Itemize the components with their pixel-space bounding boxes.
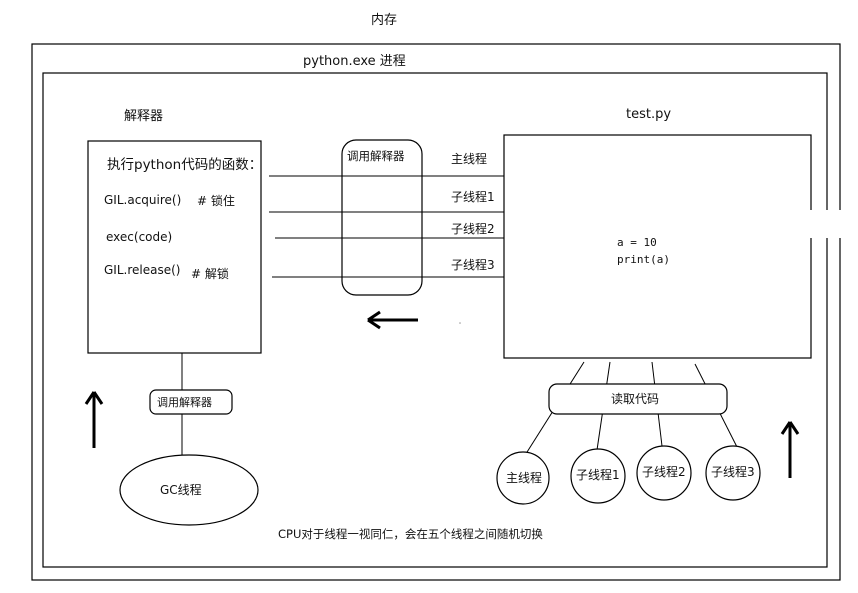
thread-circle-sub3 [705, 445, 761, 501]
code-line-2: print(a) [617, 253, 670, 266]
thread-label-sub2: 子线程2 [451, 222, 495, 236]
thread-circle-sub1-label: 子线程1 [576, 468, 620, 482]
gil-acquire: GIL.acquire() [104, 193, 182, 207]
call-interpreter-label: 调用解释器 [347, 149, 405, 163]
thread-circle-sub1 [570, 448, 626, 504]
gc-call-box [149, 389, 233, 415]
testpy-title: test.py [626, 107, 672, 122]
interpreter-box [87, 140, 262, 354]
gil-acquire-comment: # 锁住 [197, 194, 235, 208]
up-arrow-left-icon [84, 391, 104, 448]
gil-release-comment: # 解锁 [191, 267, 229, 281]
gc-call-label: 调用解释器 [157, 396, 212, 409]
gc-thread-label: GC线程 [160, 483, 202, 497]
thread-circle-main-label: 主线程 [506, 471, 543, 485]
process-label: python.exe 进程 [303, 54, 406, 69]
gil-release: GIL.release() [104, 263, 181, 277]
thread-circle-main [496, 451, 550, 505]
memory-label: 内存 [371, 13, 398, 28]
interpreter-title: 解释器 [124, 109, 164, 124]
call-interpreter-box [341, 139, 423, 296]
thread-label-sub1: 子线程1 [451, 190, 495, 204]
up-arrow-right-icon [780, 421, 800, 478]
thread-label-sub3: 子线程3 [451, 258, 495, 272]
read-code-box [548, 383, 728, 415]
read-code-label: 读取代码 [611, 392, 660, 406]
code-line-1: a = 10 [617, 236, 657, 249]
exec-code: exec(code) [106, 230, 173, 244]
gc-thread-ellipse [119, 454, 259, 526]
memory-box [31, 43, 841, 581]
footer-note: CPU对于线程一视同仁，会在五个线程之间随机切换 [278, 527, 543, 541]
testpy-box [503, 134, 812, 359]
thread-circle-sub2 [636, 445, 692, 501]
thread-label-main: 主线程 [451, 152, 488, 166]
interpreter-func-label: 执行python代码的函数： [107, 157, 263, 173]
process-box [42, 72, 828, 568]
left-arrow-icon [367, 310, 418, 330]
thread-circle-sub2-label: 子线程2 [642, 465, 686, 479]
thread-circle-sub3-label: 子线程3 [711, 465, 755, 479]
